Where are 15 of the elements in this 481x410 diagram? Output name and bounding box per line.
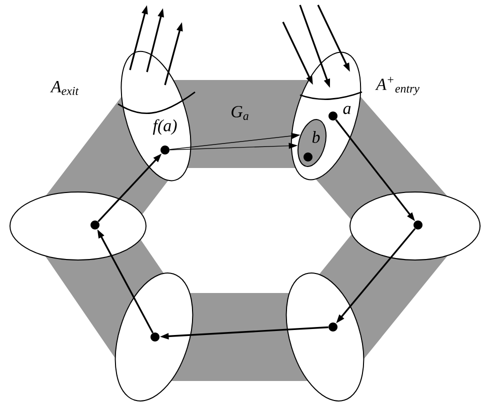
- point-dot: [304, 152, 312, 162]
- point-dot: [90, 220, 100, 230]
- point-label: f(a): [152, 119, 177, 135]
- ellipse-region: [10, 192, 146, 260]
- point-label: b: [312, 131, 320, 143]
- ellipse-region: [286, 272, 364, 402]
- ellipse-region: [114, 272, 194, 402]
- region-label: A$^{+}$entry: [375, 76, 420, 96]
- region-label: G$_{a}$: [232, 106, 248, 120]
- point-dot: [150, 332, 160, 342]
- point-dot: [414, 220, 422, 230]
- point-label: a: [343, 106, 351, 114]
- region-label: A$_{exit}$: [50, 81, 79, 95]
- point-dot: [328, 322, 338, 332]
- ellipse-region: [350, 192, 480, 260]
